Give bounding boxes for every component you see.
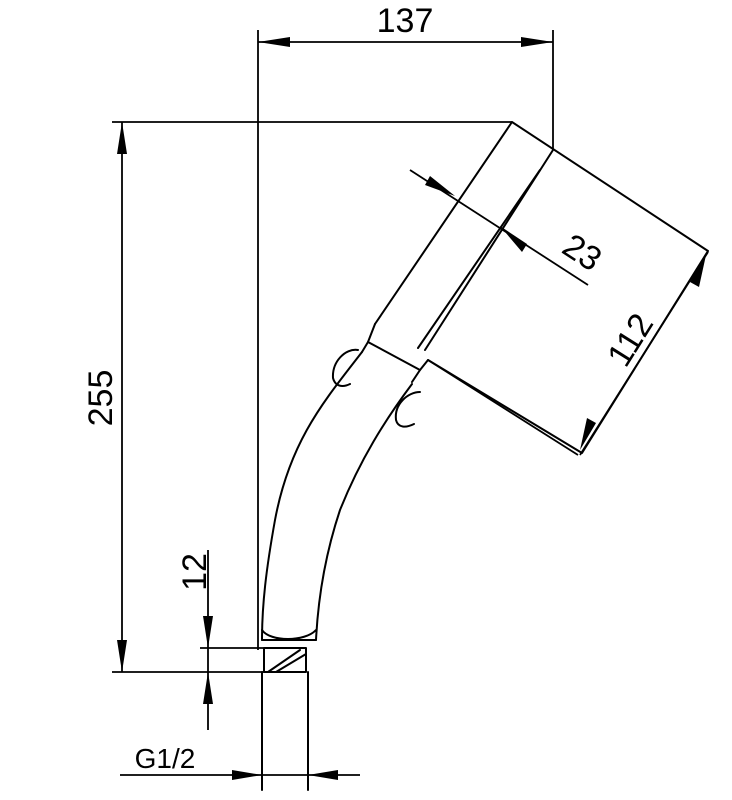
arrow-12-bottom — [203, 672, 213, 704]
dimension-label-137: 137 — [377, 2, 434, 40]
arrow-112-top — [690, 255, 706, 287]
dimension-label-12: 12 — [176, 553, 214, 591]
arrow-137-right — [521, 37, 553, 47]
arrow-137-left — [258, 37, 290, 47]
arrow-255-bottom — [117, 640, 127, 672]
arrow-112-bottom — [580, 418, 596, 450]
dimension-height-255: 255 — [82, 121, 512, 673]
dimension-face-112: 112 — [427, 251, 709, 456]
arrow-thread-right — [308, 770, 338, 780]
arrow-12-top — [203, 616, 213, 648]
arrow-23-outer — [425, 176, 455, 196]
arrow-23-inner — [500, 226, 527, 252]
arrow-255-top — [117, 122, 127, 154]
shower-head-outline — [261, 121, 709, 791]
thread-label: G1/2 — [135, 743, 196, 774]
arrow-thread-left — [232, 770, 262, 780]
dimension-width-137: 137 — [257, 2, 554, 650]
dimension-label-23: 23 — [556, 227, 608, 279]
dimension-label-255: 255 — [82, 370, 120, 427]
dimension-thread: G1/2 — [120, 743, 360, 780]
dimension-label-112: 112 — [600, 307, 661, 373]
dimension-connector-12: 12 — [176, 550, 264, 730]
